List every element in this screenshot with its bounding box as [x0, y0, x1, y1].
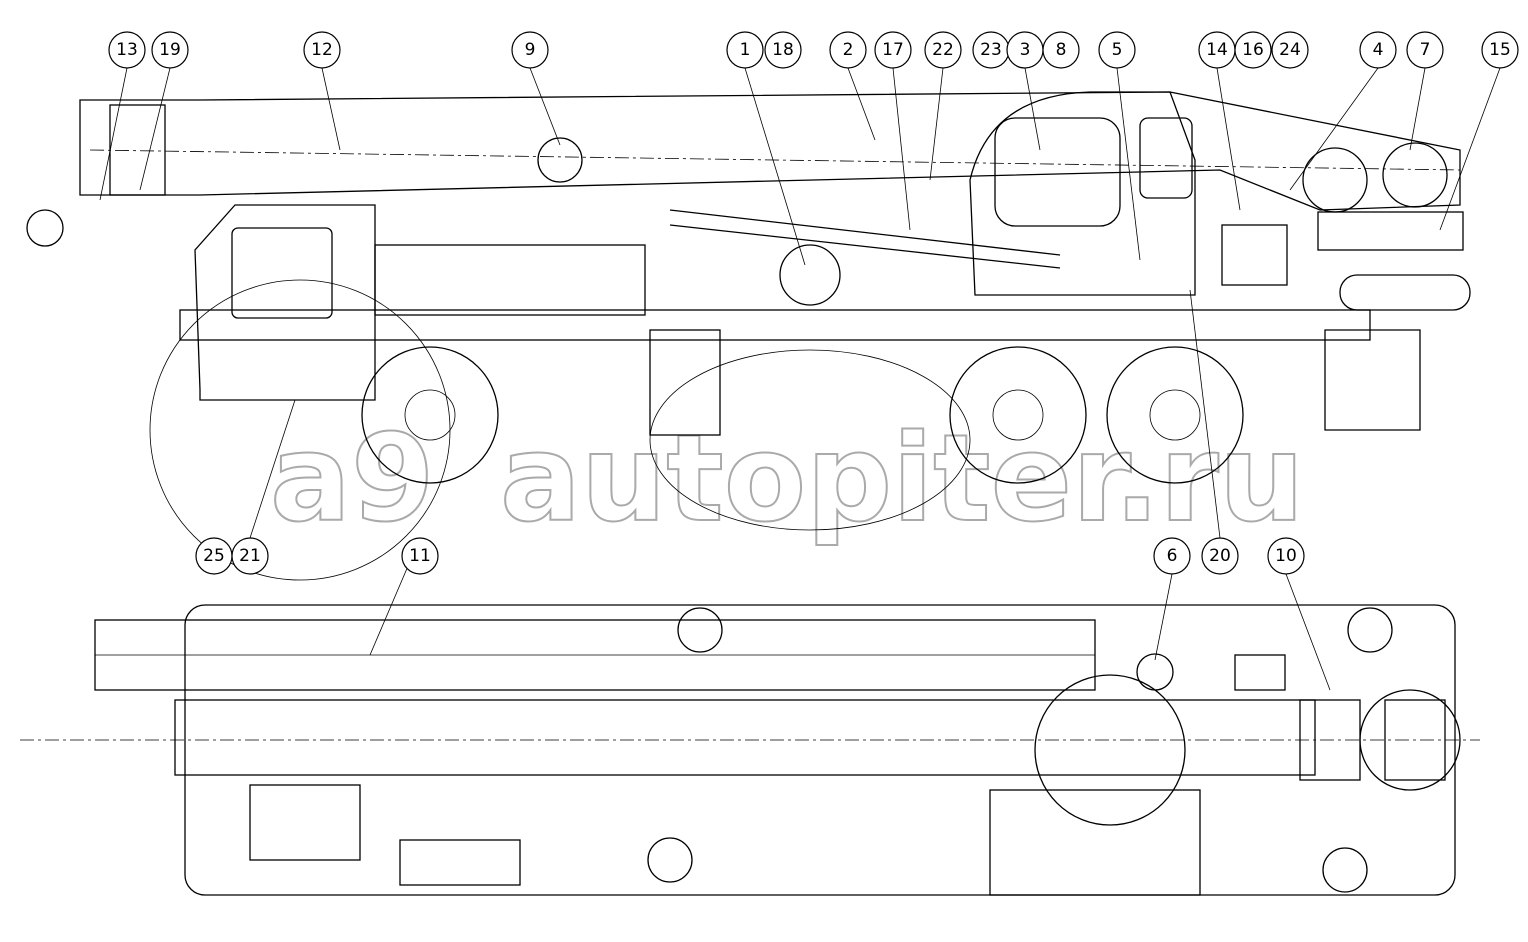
callout-circle: [874, 31, 912, 69]
callout-8: 8: [1042, 31, 1080, 69]
callout-6: 6: [1153, 537, 1191, 575]
side-view: [26, 91, 1471, 581]
watermark-text: autopiter.ru: [500, 410, 1304, 549]
callout-9: 9: [511, 31, 549, 69]
operator-cab: [969, 91, 1196, 296]
callout-1: 1: [726, 31, 764, 69]
callout-circle: [1271, 31, 1309, 69]
callout-number: 19: [159, 40, 181, 60]
callout-number: 2: [843, 40, 854, 60]
callout-circle: [1481, 31, 1519, 69]
callout-number: 8: [1056, 40, 1067, 60]
callout-number: 11: [409, 546, 431, 566]
callout-22: 22: [924, 31, 962, 69]
callout-18: 18: [764, 31, 802, 69]
callout-number: 15: [1489, 40, 1511, 60]
callout-number: 21: [239, 546, 261, 566]
boom-head: [109, 104, 166, 196]
callout-number: 23: [980, 40, 1002, 60]
callout-circle: [401, 537, 439, 575]
winch-1: [1302, 147, 1368, 213]
callout-17: 17: [874, 31, 912, 69]
slewing-unit: [779, 244, 841, 306]
callout-10: 10: [1267, 537, 1305, 575]
winch-2: [1382, 142, 1448, 208]
callout-3: 3: [1006, 31, 1044, 69]
callout-21: 21: [231, 537, 269, 575]
counterweight: [1317, 211, 1464, 251]
callout-circle: [1153, 537, 1191, 575]
callout-number: 1: [740, 40, 751, 60]
callout-number: 5: [1112, 40, 1123, 60]
main-boom-top: [174, 699, 1316, 776]
callouts: 13 19 12 9 1 18 2 17 22 23 3 8 5 14 16 24 4 7 15 25 21 11 6 20 1…: [108, 31, 1519, 575]
callout-23: 23: [972, 31, 1010, 69]
callout-number: 25: [203, 546, 225, 566]
callout-number: 13: [116, 40, 138, 60]
callout-13: 13: [108, 31, 146, 69]
callout-20: 20: [1201, 537, 1239, 575]
callout-circle: [108, 31, 146, 69]
callout-2: 2: [829, 31, 867, 69]
callout-circle: [1406, 31, 1444, 69]
callout-circle: [511, 31, 549, 69]
hook-block: [26, 209, 64, 247]
callout-number: 12: [311, 40, 333, 60]
outrigger-pad: [1339, 274, 1471, 311]
top-view: [20, 604, 1480, 896]
callout-4: 4: [1359, 31, 1397, 69]
callout-5: 5: [1098, 31, 1136, 69]
leader-lines: [99, 67, 1501, 691]
callout-24: 24: [1271, 31, 1309, 69]
callout-circle: [726, 31, 764, 69]
callout-circle: [764, 31, 802, 69]
callout-number: 16: [1242, 40, 1264, 60]
callout-number: 4: [1373, 40, 1384, 60]
callout-11: 11: [401, 537, 439, 575]
callout-25: 25: [195, 537, 233, 575]
callout-7: 7: [1406, 31, 1444, 69]
callout-circle: [829, 31, 867, 69]
callout-number: 17: [882, 40, 904, 60]
callout-circle: [1042, 31, 1080, 69]
callout-circle: [231, 537, 269, 575]
slewing-ring: [1034, 674, 1186, 826]
callout-19: 19: [151, 31, 189, 69]
callout-circle: [1234, 31, 1272, 69]
callout-circle: [1359, 31, 1397, 69]
callout-number: 14: [1206, 40, 1228, 60]
callout-number: 9: [525, 40, 536, 60]
callout-number: 3: [1020, 40, 1031, 60]
carrier-outline: [184, 604, 1456, 896]
callout-number: 6: [1167, 546, 1178, 566]
callout-number: 7: [1420, 40, 1431, 60]
watermark: a9 autopiter.ru: [269, 409, 1305, 550]
callout-number: 18: [772, 40, 794, 60]
boom-component: [537, 137, 583, 183]
callout-circle: [924, 31, 962, 69]
callout-number: 10: [1275, 546, 1297, 566]
callout-number: 22: [932, 40, 954, 60]
driver-cab: [194, 204, 376, 401]
callout-16: 16: [1234, 31, 1272, 69]
callout-15: 15: [1481, 31, 1519, 69]
callout-circle: [1098, 31, 1136, 69]
callout-12: 12: [303, 31, 341, 69]
wheels: [361, 346, 1244, 484]
callout-circle: [151, 31, 189, 69]
callout-circle: [1201, 537, 1239, 575]
callout-number: 20: [1209, 546, 1231, 566]
callout-number: 24: [1279, 40, 1301, 60]
callout-circle: [1267, 537, 1305, 575]
callout-14: 14: [1198, 31, 1236, 69]
callout-circle: [303, 31, 341, 69]
chassis-frame: [179, 309, 1371, 341]
